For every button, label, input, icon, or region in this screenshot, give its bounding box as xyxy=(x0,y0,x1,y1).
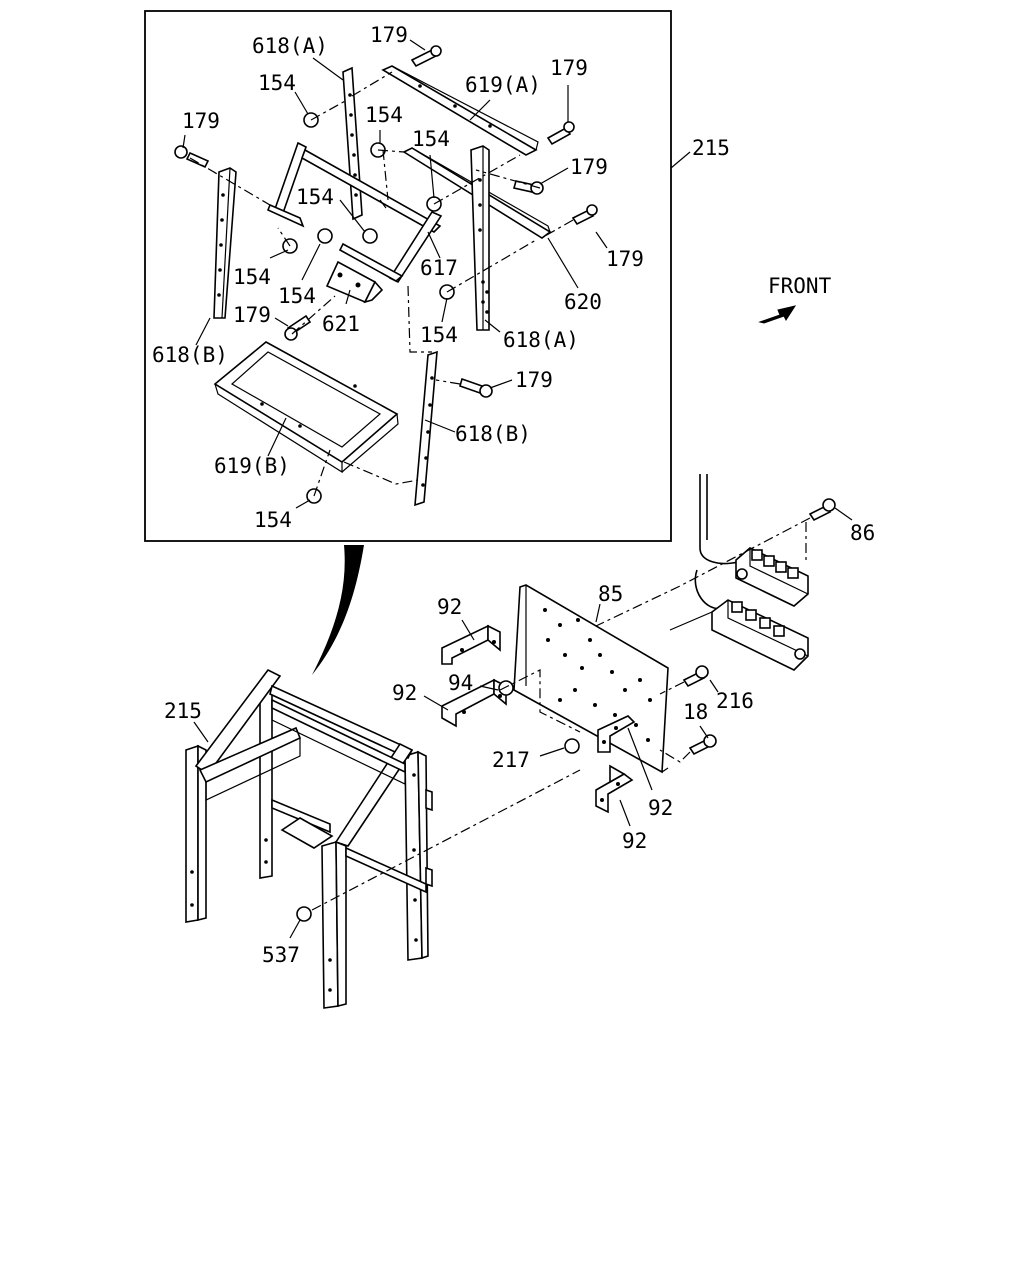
label-154-bottom: 154 xyxy=(254,508,292,532)
leader-lines xyxy=(182,39,608,509)
label-154-right: 154 xyxy=(420,323,458,347)
nut-154-icon xyxy=(282,112,455,504)
front-arrow-icon xyxy=(758,305,797,324)
label-618b-right: 618(B) xyxy=(455,422,531,446)
label-618a-top: 618(A) xyxy=(252,34,328,58)
label-215-main: 215 xyxy=(164,699,202,723)
bracket-92-bottom xyxy=(595,764,634,814)
bolt-86-icon xyxy=(808,498,836,522)
label-216: 216 xyxy=(716,689,754,713)
plate-85 xyxy=(513,584,669,774)
label-154-center: 154 xyxy=(296,185,334,209)
label-154-lower: 154 xyxy=(278,284,316,308)
detail-pointer xyxy=(312,545,364,675)
label-619a: 619(A) xyxy=(465,73,541,97)
bracket-92-right xyxy=(597,715,636,753)
label-179-right-1: 179 xyxy=(550,56,588,80)
assembly-line-18 xyxy=(659,749,691,763)
assembly-lines xyxy=(189,71,574,497)
main-leader-lines xyxy=(193,507,853,939)
label-537: 537 xyxy=(262,943,300,967)
part-618b-left-strap xyxy=(213,167,237,319)
label-179-left: 179 xyxy=(182,109,220,133)
part-618a-right-strap xyxy=(470,145,490,331)
label-154-mid: 154 xyxy=(365,103,403,127)
relay-blocks xyxy=(694,474,809,671)
inset-frame xyxy=(144,10,672,542)
part-618b-right-strap xyxy=(414,350,438,507)
nut-537-icon xyxy=(296,906,312,922)
label-92-top: 92 xyxy=(437,595,462,619)
label-618b-left: 618(B) xyxy=(152,343,228,367)
bolt-216-icon xyxy=(682,665,709,688)
bolt-18-icon xyxy=(688,734,717,756)
label-179-top: 179 xyxy=(370,23,408,47)
leader-215-inset xyxy=(670,151,691,169)
assembly-line-94 xyxy=(499,669,581,733)
nut-94-icon xyxy=(498,680,514,696)
part-619b-lower-frame xyxy=(213,341,399,474)
label-619b: 619(B) xyxy=(214,454,290,478)
label-179-lower: 179 xyxy=(233,303,271,327)
label-92-mid: 92 xyxy=(392,681,417,705)
label-621: 621 xyxy=(322,312,360,336)
inset-detail: 618(A) 179 154 619(A) 179 179 154 154 17… xyxy=(144,10,672,542)
bracket-92-top xyxy=(441,624,501,665)
assembly-line-216 xyxy=(659,681,685,695)
main-frame-215 xyxy=(185,668,433,1009)
part-621-bracket xyxy=(325,260,384,304)
part-619a-upper-bar xyxy=(381,65,539,156)
part-618a-upper-strap xyxy=(342,66,363,221)
label-85: 85 xyxy=(598,582,623,606)
bolt-179-icon xyxy=(174,45,598,398)
assembly-line-86 xyxy=(595,517,811,627)
front-direction-indicator: FRONT xyxy=(758,274,832,324)
label-154-upper-left: 154 xyxy=(258,71,296,95)
label-179-right-3: 179 xyxy=(606,247,644,271)
label-617: 617 xyxy=(420,256,458,280)
label-86: 86 xyxy=(850,521,875,545)
label-215-inset: 215 xyxy=(692,136,730,160)
label-179-bottom: 179 xyxy=(515,368,553,392)
label-154-lower-left: 154 xyxy=(233,265,271,289)
front-label: FRONT xyxy=(768,274,832,298)
label-18: 18 xyxy=(683,700,708,724)
label-179-right-2: 179 xyxy=(570,155,608,179)
label-618a-bottom: 618(A) xyxy=(503,328,579,352)
assembly-line-537 xyxy=(311,769,581,911)
nut-217-icon xyxy=(564,738,580,754)
part-617-frame xyxy=(266,141,443,284)
label-94: 94 xyxy=(448,671,473,695)
plate-to-relay-line xyxy=(669,611,713,631)
label-92-bottom: 92 xyxy=(622,829,647,853)
label-217: 217 xyxy=(492,748,530,772)
label-92-right: 92 xyxy=(648,796,673,820)
label-620: 620 xyxy=(564,290,602,314)
label-154-mid-2: 154 xyxy=(412,127,450,151)
